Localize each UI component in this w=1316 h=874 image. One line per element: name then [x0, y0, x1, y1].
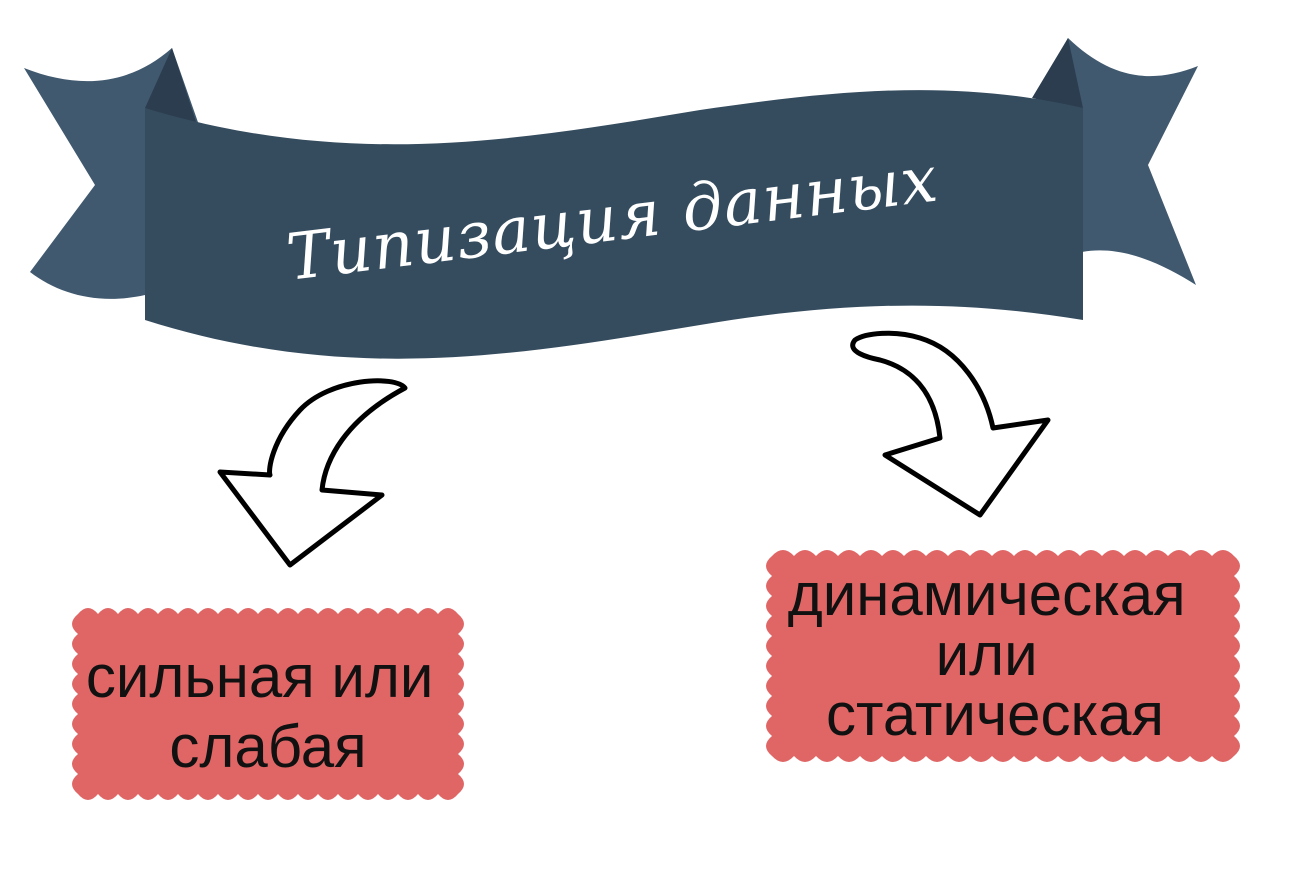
curved-arrow-down-left-icon — [217, 378, 408, 568]
node-left-label: сильная или слабая — [86, 643, 450, 780]
node-right-label: динамическая или статическая — [788, 561, 1203, 748]
title-banner: Типизация данных — [24, 38, 1198, 359]
node-right: динамическая или статическая — [766, 550, 1240, 762]
node-right-line-2: или — [936, 621, 1038, 688]
banner-body — [145, 90, 1083, 359]
node-left-line-2: слабая — [169, 713, 366, 780]
node-left: сильная или слабая — [72, 608, 464, 800]
banner-right-fold — [1032, 38, 1083, 108]
banner-left-fold — [145, 48, 198, 128]
node-left-line-1: сильная или — [86, 643, 434, 710]
node-right-box — [766, 550, 1240, 762]
node-right-line-1: динамическая — [788, 561, 1186, 628]
node-right-line-3: статическая — [826, 681, 1164, 748]
node-left-box — [72, 608, 464, 800]
curved-arrow-down-right-icon — [850, 330, 1051, 518]
